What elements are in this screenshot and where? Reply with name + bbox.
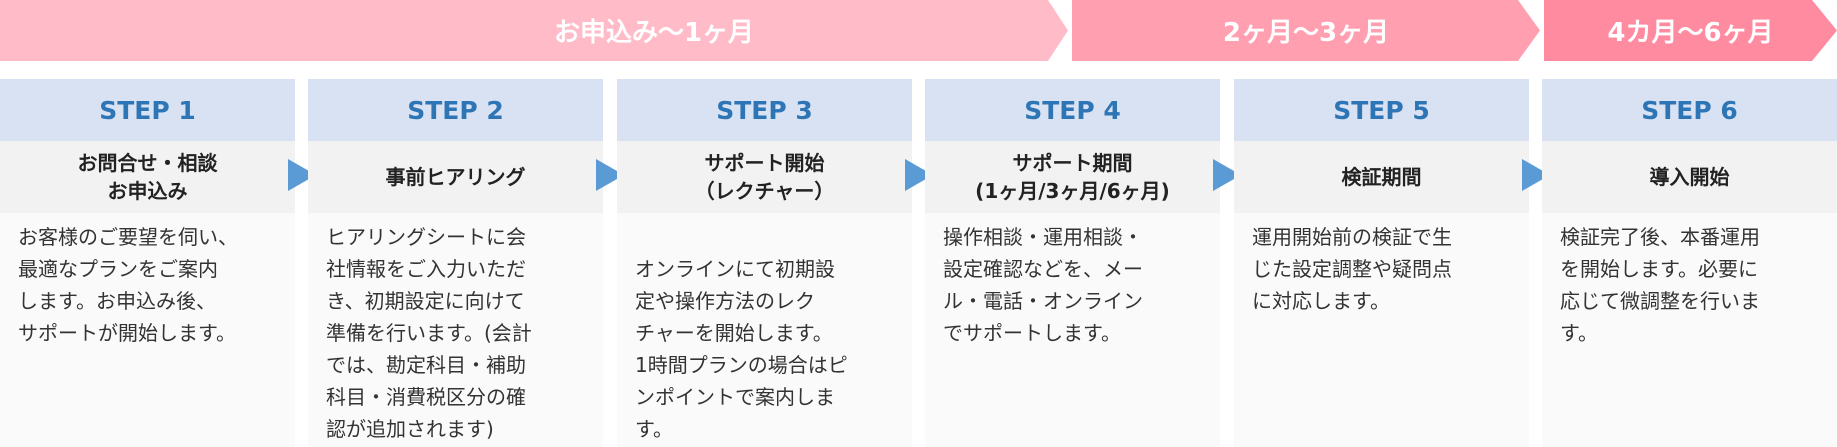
phase-banner-1: お申込み〜1ヶ月	[0, 0, 1068, 61]
description-line: オンラインにて初期設	[635, 257, 835, 281]
description-line: サポートが開始します。	[18, 321, 236, 345]
description-line: ンポイントで案内しま	[635, 385, 835, 409]
description-line: します。お申込み後、	[18, 289, 216, 313]
description-line: に対応します。	[1252, 289, 1390, 313]
description-line: 検証完了後、本番運用	[1560, 225, 1760, 249]
step-description: 検証完了後、本番運用を開始します。必要に応じて微調整を行います。	[1542, 213, 1837, 447]
step-number: STEP 3	[617, 79, 912, 141]
description-line	[635, 221, 912, 253]
description-line: 最適なプランをご案内	[18, 257, 218, 281]
step-title: 導入開始	[1542, 141, 1837, 213]
description-line: ル・電話・オンライン	[943, 289, 1143, 313]
description-line: 設定確認などを、メー	[943, 257, 1143, 281]
description-line: お客様のご要望を伺い、	[18, 225, 238, 249]
step-title: サポート開始 （レクチャー）	[617, 141, 912, 213]
step-title: サポート期間 (1ヶ月/3ヶ月/6ヶ月)	[925, 141, 1220, 213]
step-title-line: 検証期間	[1341, 165, 1422, 189]
step-title-line: お申込み	[107, 179, 188, 203]
step-title-line: （レクチャー）	[694, 179, 835, 203]
phase-banner-3: 4カ月〜6ヶ月	[1544, 0, 1837, 61]
description-line: じた設定調整や疑問点	[1252, 257, 1452, 281]
step-title-line: 導入開始	[1649, 165, 1730, 189]
step-title-line: お問合せ・相談	[77, 151, 218, 175]
step-description: ヒアリングシートに会社情報をご入力いただき、初期設定に向けて準備を行います。(会…	[308, 213, 603, 447]
step-number: STEP 4	[925, 79, 1220, 141]
description-line: き、初期設定に向けて	[326, 289, 525, 313]
description-line: 応じて微調整を行いま	[1560, 289, 1760, 313]
phase-label: お申込み〜1ヶ月	[553, 18, 755, 48]
description-line: 認が追加されます)	[326, 417, 494, 441]
step-number: STEP 2	[308, 79, 603, 141]
step-title-line: サポート期間	[1012, 151, 1133, 175]
step-title: 検証期間	[1234, 141, 1529, 213]
description-line: チャーを開始します。	[635, 321, 833, 345]
step-title-line: 事前ヒアリング	[385, 165, 526, 189]
step-card-6: STEP 6 導入開始検証完了後、本番運用を開始します。必要に応じて微調整を行いま…	[1542, 79, 1837, 447]
description-line: 操作相談・運用相談・	[943, 225, 1143, 249]
description-line: では、勘定科目・補助	[326, 353, 526, 377]
phase-banner-2: 2ヶ月〜3ヶ月	[1072, 0, 1540, 61]
description-line: 定や操作方法のレク	[635, 289, 815, 313]
step-number: STEP 5	[1234, 79, 1529, 141]
step-card-2: STEP 2 事前ヒアリングヒアリングシートに会社情報をご入力いただき、初期設定に…	[308, 79, 603, 447]
description-line: 科目・消費税区分の確	[326, 385, 526, 409]
step-card-4: STEP 4 サポート期間 (1ヶ月/3ヶ月/6ヶ月) 操作相談・運用相談・設定確認な…	[925, 79, 1220, 447]
description-line: ヒアリングシートに会	[326, 225, 526, 249]
step-description: 操作相談・運用相談・設定確認などを、メール・電話・オンラインでサポートします。	[925, 213, 1220, 447]
step-title: 事前ヒアリング	[308, 141, 603, 213]
description-line: 運用開始前の検証で生	[1252, 225, 1452, 249]
description-line: を開始します。必要に	[1560, 257, 1758, 281]
step-title-line: サポート開始	[704, 151, 825, 175]
step-card-3: STEP 3 サポート開始 （レクチャー） オンラインにて初期設定や操作方法のレクチ…	[617, 79, 912, 447]
description-line: 準備を行います。(会計	[326, 321, 532, 345]
phase-label: 2ヶ月〜3ヶ月	[1222, 18, 1390, 48]
step-number: STEP 1	[0, 79, 295, 141]
description-line: 1時間プランの場合はピ	[635, 353, 848, 377]
description-line: でサポートします。	[943, 321, 1121, 345]
step-description: オンラインにて初期設定や操作方法のレクチャーを開始します。 1時間プランの場合はピ…	[617, 213, 912, 447]
description-line: 社情報をご入力いただ	[326, 257, 526, 281]
phase-label: 4カ月〜6ヶ月	[1607, 18, 1774, 48]
step-description: 運用開始前の検証で生じた設定調整や疑問点に対応します。	[1234, 213, 1529, 447]
description-line: す。	[635, 417, 673, 441]
step-description: お客様のご要望を伺い、最適なプランをご案内します。お申込み後、サポートが開始しま…	[0, 213, 295, 447]
step-number: STEP 6	[1542, 79, 1837, 141]
step-title-line: (1ヶ月/3ヶ月/6ヶ月)	[975, 179, 1170, 203]
step-title: お問合せ・相談お申込み	[0, 141, 295, 213]
description-line: す。	[1560, 321, 1598, 345]
step-card-5: STEP 5 検証期間運用開始前の検証で生じた設定調整や疑問点に対応します。	[1234, 79, 1529, 447]
